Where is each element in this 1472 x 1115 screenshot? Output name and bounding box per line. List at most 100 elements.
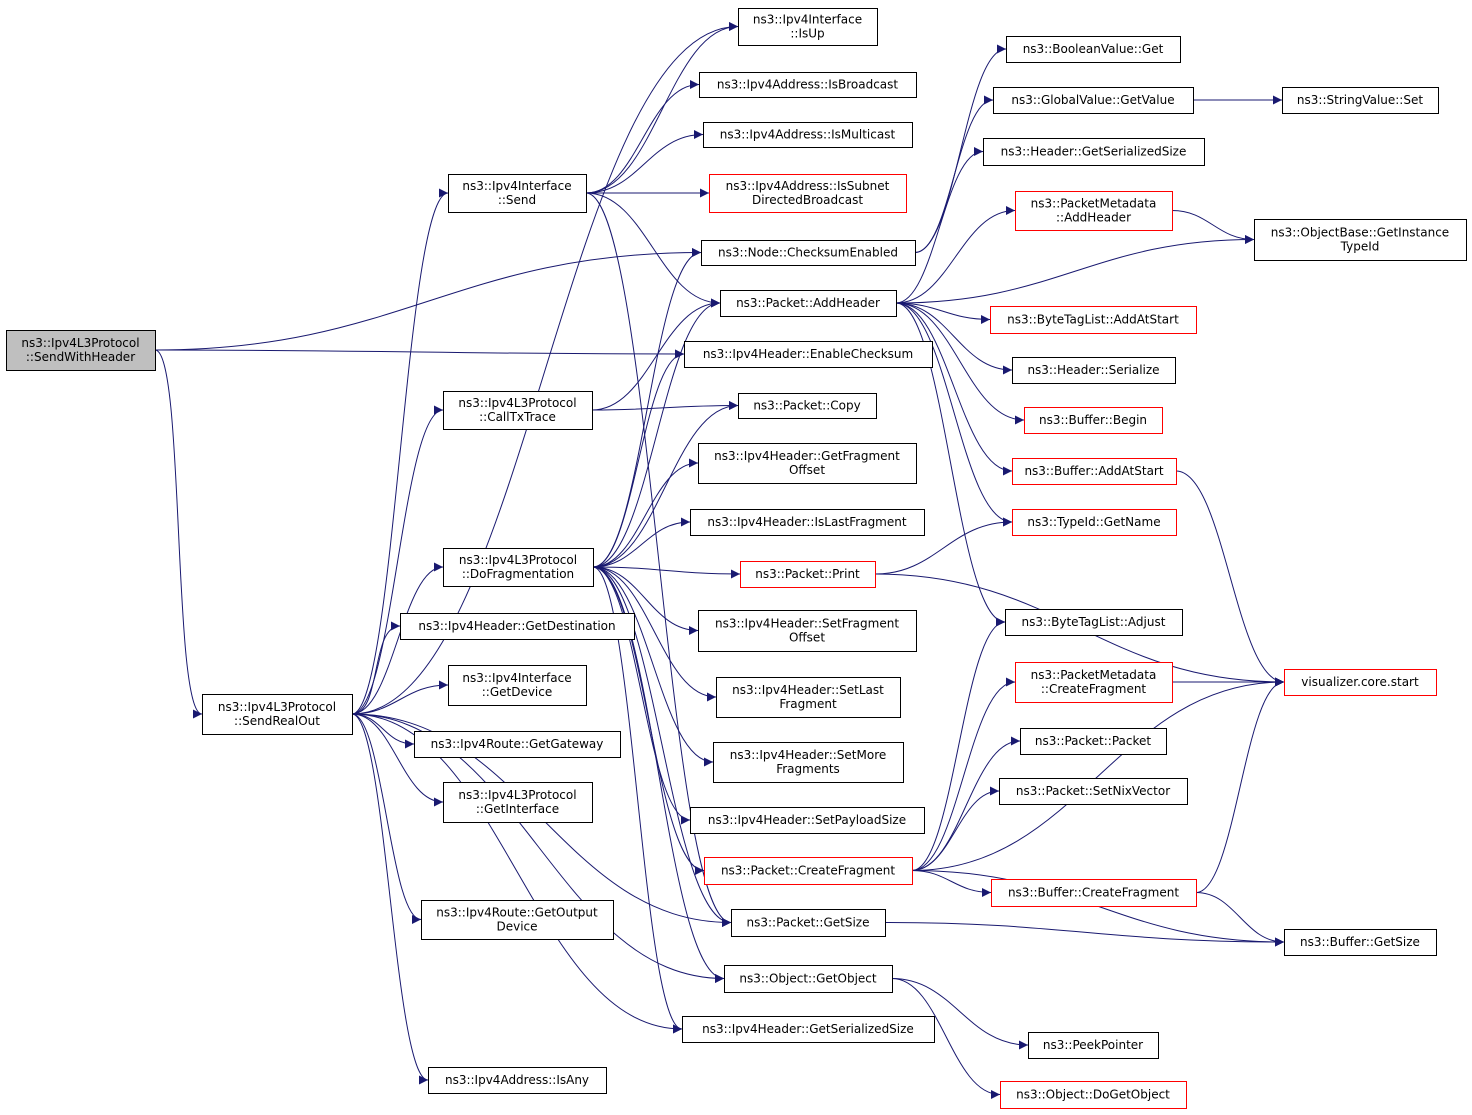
node-ifsend[interactable]: ns3::Ipv4Interface::Send: [448, 174, 587, 213]
node-getdest[interactable]: ns3::Ipv4Header::GetDestination: [400, 613, 635, 640]
node-box: [428, 1067, 607, 1094]
node-box: [1012, 509, 1177, 536]
edge-dofrag-to-getserialsize_ipv4: [592, 566, 683, 1034]
node-label-line: ::SendRealOut: [234, 714, 320, 728]
node-bufgetsize[interactable]: ns3::Buffer::GetSize: [1284, 929, 1437, 956]
node-dofrag[interactable]: ns3::Ipv4L3Protocol::DoFragmentation: [443, 548, 594, 587]
node-label-line: Fragments: [776, 762, 840, 776]
node-peekpointer[interactable]: ns3::PeekPointer: [1028, 1032, 1159, 1059]
node-getobject[interactable]: ns3::Object::GetObject: [724, 965, 893, 993]
node-box: [443, 548, 594, 587]
node-enablechecksum[interactable]: ns3::Ipv4Header::EnableChecksum: [684, 341, 933, 368]
node-box: [1020, 728, 1167, 755]
edge-calltxtrace-to-addheader: [591, 298, 721, 411]
node-box: [983, 138, 1205, 166]
node-box: [448, 665, 587, 706]
node-box: [991, 879, 1197, 907]
node-getinterface[interactable]: ns3::Ipv4L3Protocol::GetInterface: [443, 782, 593, 823]
node-label-line: ns3::Ipv4Header::SetMore: [730, 748, 887, 762]
edge-root-to-checksumenabled: [154, 248, 702, 351]
node-label-line: ns3::Ipv4Address::IsAny: [445, 1073, 589, 1087]
node-checksumenabled[interactable]: ns3::Node::ChecksumEnabled: [701, 240, 916, 266]
node-copy[interactable]: ns3::Packet::Copy: [738, 393, 877, 419]
node-bufaddatstart[interactable]: ns3::Buffer::AddAtStart: [1012, 458, 1177, 485]
node-box: [731, 909, 886, 937]
node-box: [1284, 669, 1437, 696]
node-box: [716, 677, 901, 718]
node-typeidgetname[interactable]: ns3::TypeId::GetName: [1012, 509, 1177, 536]
node-btladdatstart[interactable]: ns3::ByteTagList::AddAtStart: [990, 306, 1197, 334]
node-label-line: ns3::Ipv4Interface: [753, 13, 862, 27]
node-setpayload[interactable]: ns3::Ipv4Header::SetPayloadSize: [690, 807, 925, 834]
edge-getobject-to-peekpointer: [891, 978, 1029, 1050]
node-label-line: ns3::Packet::CreateFragment: [721, 864, 895, 878]
node-boolget[interactable]: ns3::BooleanValue::Get: [1006, 36, 1181, 63]
node-label-line: ns3::Node::ChecksumEnabled: [718, 246, 898, 260]
node-label-line: ::Send: [498, 193, 536, 207]
node-label-line: ::IsUp: [790, 27, 824, 41]
node-label-line: ns3::Packet::Packet: [1035, 734, 1151, 748]
node-hdrserialize[interactable]: ns3::Header::Serialize: [1012, 357, 1176, 384]
node-label-line: ns3::PacketMetadata: [1031, 197, 1157, 211]
node-label-line: TypeId: [1340, 240, 1380, 254]
node-bufcreatefrag[interactable]: ns3::Buffer::CreateFragment: [991, 879, 1197, 907]
node-btladjust[interactable]: ns3::ByteTagList::Adjust: [1005, 609, 1183, 636]
node-isany[interactable]: ns3::Ipv4Address::IsAny: [428, 1067, 607, 1094]
node-calltxtrace[interactable]: ns3::Ipv4L3Protocol::CallTxTrace: [443, 391, 593, 430]
node-islastfrag[interactable]: ns3::Ipv4Header::IsLastFragment: [690, 509, 925, 536]
node-issubnet[interactable]: ns3::Ipv4Address::IsSubnetDirectedBroadc…: [709, 174, 907, 213]
node-pmcreatefrag[interactable]: ns3::PacketMetadata::CreateFragment: [1015, 662, 1173, 703]
node-label-line: ns3::Packet::Print: [755, 567, 860, 581]
node-label-line: ns3::TypeId::GetName: [1027, 515, 1160, 529]
node-getserialsize_ipv4[interactable]: ns3::Ipv4Header::GetSerializedSize: [682, 1016, 935, 1043]
edge-createfrag-to-setnixvector: [911, 786, 1000, 871]
node-print[interactable]: ns3::Packet::Print: [740, 561, 876, 588]
node-box: [1012, 458, 1177, 485]
node-label-line: ns3::Ipv4Interface: [462, 179, 571, 193]
node-getgateway[interactable]: ns3::Ipv4Route::GetGateway: [414, 731, 621, 758]
node-sendrealout[interactable]: ns3::Ipv4L3Protocol::SendRealOut: [202, 694, 353, 735]
node-createfrag[interactable]: ns3::Packet::CreateFragment: [704, 857, 913, 885]
node-hdrserialsize[interactable]: ns3::Header::GetSerializedSize: [983, 138, 1205, 166]
edge-print-to-typeidgetname: [874, 517, 1013, 575]
node-isup[interactable]: ns3::Ipv4Interface::IsUp: [738, 8, 878, 46]
node-getdevice[interactable]: ns3::Ipv4Interface::GetDevice: [448, 665, 587, 706]
node-getsize[interactable]: ns3::Packet::GetSize: [731, 909, 886, 937]
node-bufbegin[interactable]: ns3::Buffer::Begin: [1024, 407, 1163, 434]
edge-getobject-to-dogetobject: [891, 978, 1001, 1099]
node-label-line: ns3::Ipv4Route::GetGateway: [431, 737, 604, 751]
node-isbroadcast[interactable]: ns3::Ipv4Address::IsBroadcast: [699, 72, 917, 98]
edge-getsize-to-bufgetsize: [884, 922, 1285, 947]
node-addheader[interactable]: ns3::Packet::AddHeader: [720, 290, 897, 317]
edge-createfrag-to-bufcreatefrag: [911, 870, 992, 897]
node-pmaddheader[interactable]: ns3::PacketMetadata::AddHeader: [1015, 191, 1173, 231]
node-label-line: ns3::Ipv4Header::GetSerializedSize: [702, 1022, 914, 1036]
node-box: [443, 782, 593, 823]
node-setnixvector[interactable]: ns3::Packet::SetNixVector: [999, 778, 1188, 805]
edge-addheader-to-btladdatstart: [895, 302, 991, 324]
node-label-line: ns3::Ipv4L3Protocol: [458, 396, 576, 410]
node-box: [1005, 609, 1183, 636]
node-label-line: ns3::Buffer::CreateFragment: [1008, 886, 1179, 900]
node-globalget[interactable]: ns3::GlobalValue::GetValue: [993, 87, 1194, 114]
node-packetctor[interactable]: ns3::Packet::Packet: [1020, 728, 1167, 755]
edge-createfrag-to-btladjust: [911, 617, 1006, 871]
node-box: [1254, 219, 1467, 261]
node-label-line: ::GetDevice: [482, 685, 553, 699]
node-vizstart[interactable]: visualizer.core.start: [1284, 669, 1437, 696]
node-stringset[interactable]: ns3::StringValue::Set: [1282, 87, 1439, 114]
edge-sendrealout-to-getserialsize_ipv4: [351, 713, 683, 1034]
node-root[interactable]: ns3::Ipv4L3Protocol::SendWithHeader: [6, 330, 156, 371]
node-ismulticast[interactable]: ns3::Ipv4Address::IsMulticast: [703, 122, 913, 148]
edge-sendrealout-to-ifsend: [351, 188, 449, 715]
node-label-line: visualizer.core.start: [1301, 675, 1419, 689]
edge-pmaddheader-to-getinstancetypeid: [1171, 210, 1255, 244]
node-label-line: ::CreateFragment: [1041, 682, 1147, 696]
node-dogetobject[interactable]: ns3::Object::DoGetObject: [1000, 1081, 1187, 1109]
